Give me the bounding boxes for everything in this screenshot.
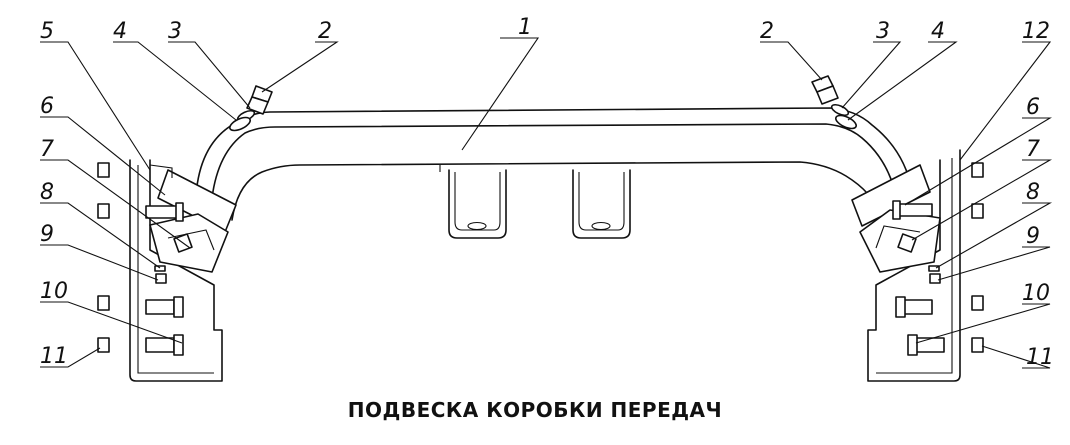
left-top-bolt bbox=[229, 85, 273, 132]
callout-2-right: 2 bbox=[760, 19, 774, 44]
callout-8-right: 8 bbox=[1026, 180, 1040, 205]
callout-5-left: 5 bbox=[40, 19, 54, 44]
callout-11-right: 11 bbox=[1026, 345, 1054, 370]
left-end-assembly bbox=[97, 159, 237, 382]
center-bracket-right bbox=[572, 169, 631, 239]
callout-10-right: 10 bbox=[1022, 281, 1050, 306]
leader-lines bbox=[40, 37, 1053, 369]
callout-12-right: 12 bbox=[1022, 19, 1050, 44]
crossmember bbox=[195, 107, 913, 221]
callout-8-left: 8 bbox=[40, 180, 54, 205]
callout-2-left: 2 bbox=[318, 19, 332, 44]
callout-3-left: 3 bbox=[168, 19, 182, 44]
right-top-bolt bbox=[811, 75, 857, 130]
diagram-caption: ПОДВЕСКА КОРОБКИ ПЕРЕДАЧ bbox=[347, 398, 723, 422]
callout-10-left: 10 bbox=[40, 279, 68, 304]
center-bracket-left bbox=[448, 169, 507, 239]
callout-6-right: 6 bbox=[1026, 95, 1040, 120]
callout-numbers: 5 4 3 2 1 6 7 8 9 10 11 2 3 4 12 6 7 8 9… bbox=[40, 15, 1054, 370]
callout-9-right: 9 bbox=[1026, 224, 1040, 249]
callout-7-right: 7 bbox=[1026, 137, 1040, 162]
callout-9-left: 9 bbox=[40, 222, 54, 247]
callout-6-left: 6 bbox=[40, 94, 54, 119]
callout-4-right: 4 bbox=[931, 19, 945, 44]
callout-7-left: 7 bbox=[40, 137, 54, 162]
callout-4-left: 4 bbox=[113, 19, 127, 44]
callout-1: 1 bbox=[518, 15, 532, 40]
callout-3-right: 3 bbox=[876, 19, 890, 44]
callout-11-left: 11 bbox=[40, 344, 68, 369]
right-end-assembly bbox=[851, 149, 984, 382]
